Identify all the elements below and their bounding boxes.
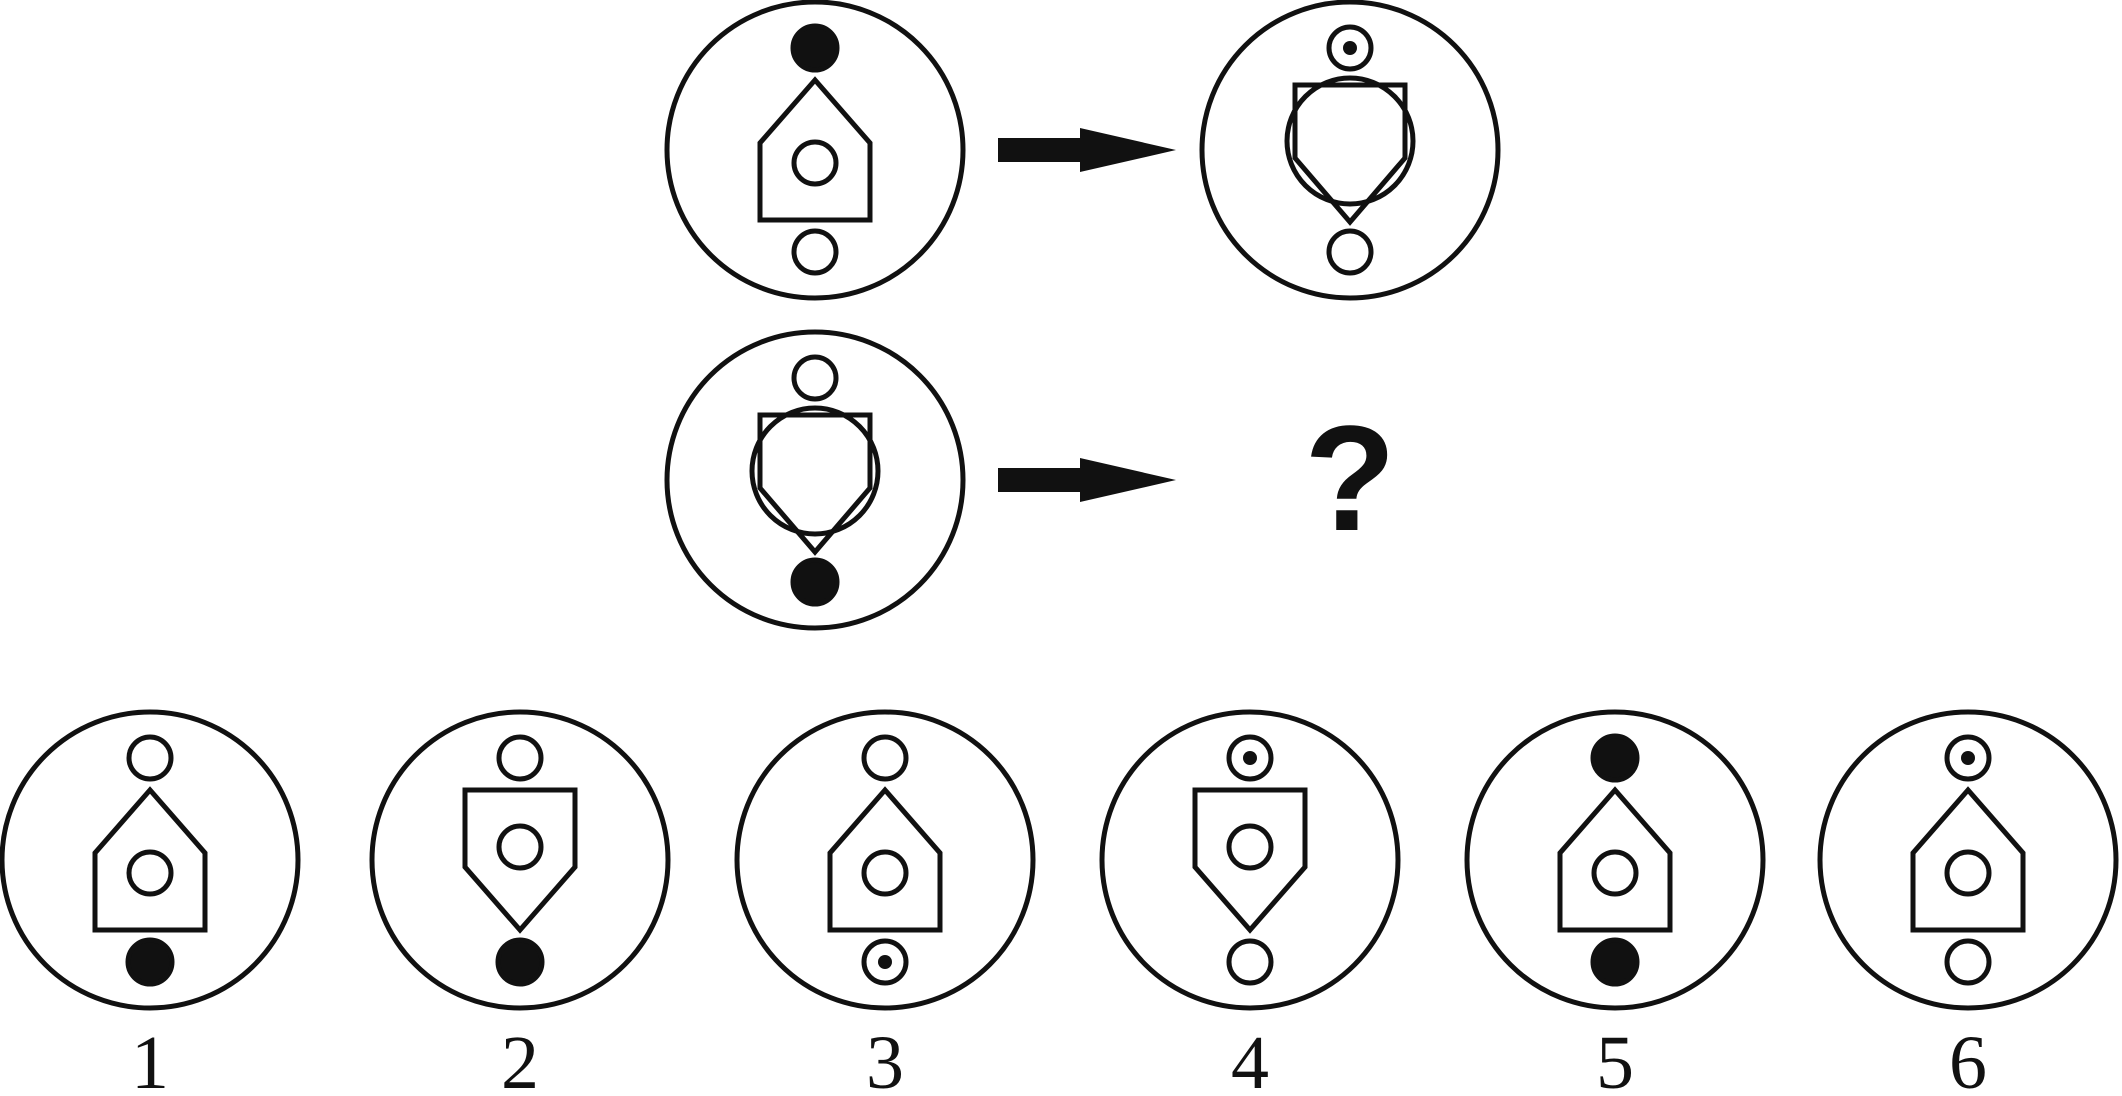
top-marker-filled-dot [1590, 733, 1640, 783]
option-number-label: 4 [1231, 1021, 1269, 1096]
bottom-marker-filled-dot [125, 937, 175, 987]
outer-circle [1817, 709, 2119, 1011]
bottom-marker-empty-circle [1326, 228, 1374, 276]
option-1: 1 [0, 709, 301, 1096]
top-marker-filled-dot [790, 23, 840, 73]
inner-circle [126, 849, 174, 897]
pentagon-pointing-down [1292, 82, 1408, 226]
outer-circle [664, 329, 966, 631]
arrow-shaft [998, 138, 1083, 162]
option-number-label: 5 [1596, 1021, 1634, 1096]
pentagon-pointing-down [1192, 787, 1308, 934]
inner-circle [791, 139, 839, 187]
outer-circle [1464, 709, 1766, 1011]
outer-circle [1199, 0, 1501, 301]
top-marker-empty-circle [496, 734, 544, 782]
example-result-figure [1199, 0, 1501, 301]
outer-circle [1099, 709, 1401, 1011]
option-3: 3 [734, 709, 1036, 1096]
option-5: 5 [1464, 709, 1766, 1096]
top-marker-empty-circle [126, 734, 174, 782]
top-marker-center-dot [1343, 41, 1357, 55]
question-mark: ? [1304, 394, 1396, 562]
inner-circle [1944, 849, 1992, 897]
pentagon-pointing-up [92, 786, 208, 933]
large-overlay-circle [749, 405, 881, 537]
arrow-head [1080, 458, 1176, 502]
outer-circle [369, 709, 671, 1011]
option-number-label: 3 [866, 1021, 904, 1096]
option-2: 2 [369, 709, 671, 1096]
bottom-marker-center-dot [878, 955, 892, 969]
pentagon-pointing-down [757, 412, 873, 556]
top-marker-center-dot [1961, 751, 1975, 765]
arrow-shaft [998, 468, 1083, 492]
pentagon-pointing-down [462, 787, 578, 934]
inner-circle [1591, 849, 1639, 897]
outer-circle [734, 709, 1036, 1011]
pentagon-pointing-up [1557, 786, 1673, 933]
option-number-label: 6 [1949, 1021, 1987, 1096]
top-marker-center-dot [1243, 751, 1257, 765]
bottom-marker-empty-circle [791, 228, 839, 276]
bottom-marker-filled-dot [1590, 937, 1640, 987]
right-arrow-icon [998, 128, 1176, 172]
pentagon-pointing-up [757, 76, 873, 223]
inner-circle [1226, 823, 1274, 871]
option-4: 4 [1099, 709, 1401, 1096]
bottom-marker-empty-circle [1944, 938, 1992, 986]
arrow-head [1080, 128, 1176, 172]
option-6: 6 [1817, 709, 2119, 1096]
bottom-marker-filled-dot [495, 937, 545, 987]
example-source-figure [664, 0, 966, 301]
option-number-label: 1 [131, 1021, 169, 1096]
option-number-label: 2 [501, 1021, 539, 1096]
inner-circle [861, 849, 909, 897]
question-source-figure [664, 329, 966, 631]
answer-options: 1 2 3 4 5 6 [0, 709, 2119, 1096]
outer-circle [664, 0, 966, 301]
bottom-marker-empty-circle [1226, 938, 1274, 986]
pentagon-pointing-up [1910, 786, 2026, 933]
inner-circle [496, 823, 544, 871]
right-arrow-icon [998, 458, 1176, 502]
top-marker-empty-circle [861, 734, 909, 782]
pentagon-pointing-up [827, 786, 943, 933]
outer-circle [0, 709, 301, 1011]
large-overlay-circle [1284, 75, 1416, 207]
bottom-marker-filled-dot [790, 557, 840, 607]
top-marker-empty-circle [791, 354, 839, 402]
